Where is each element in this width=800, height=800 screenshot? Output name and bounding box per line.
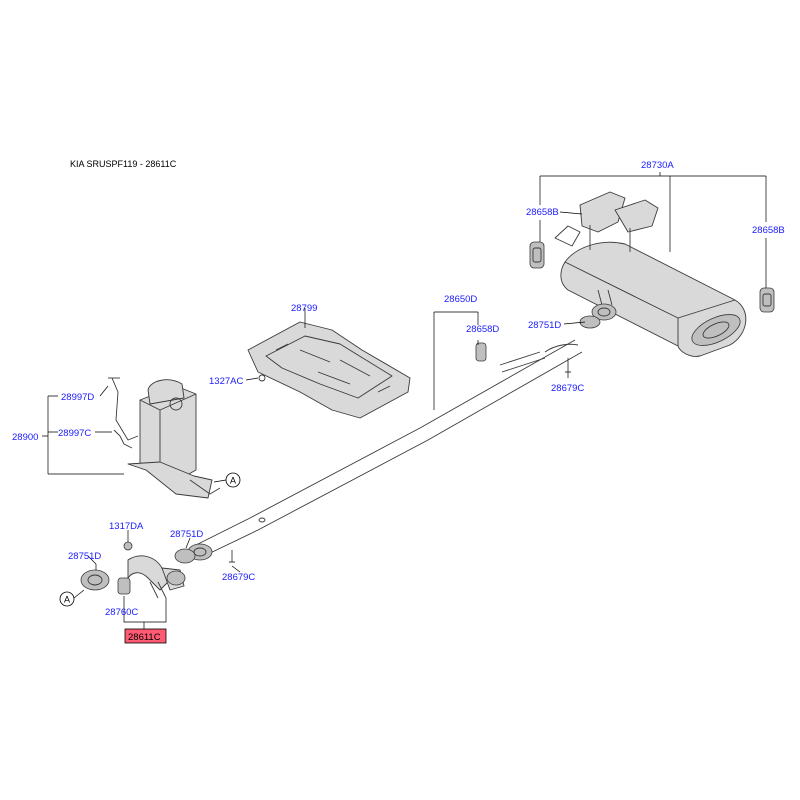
rear-gasket (579, 315, 601, 329)
rubber-hanger-left (529, 241, 545, 269)
svg-text:A: A (64, 595, 70, 605)
part-label-28650D[interactable]: 28650D (444, 294, 477, 305)
part-label-28900[interactable]: 28900 (12, 432, 38, 443)
part-label-28997D[interactable]: 28997D (61, 392, 94, 403)
part-label-28997C[interactable]: 28997C (58, 428, 91, 439)
part-label-28751D-mid[interactable]: 28751D (170, 529, 203, 540)
clamp-28760C (117, 577, 131, 595)
highlighted-part-number: 28611C (128, 632, 161, 643)
part-label-28799[interactable]: 28799 (291, 303, 317, 314)
part-label-28658D[interactable]: 28658D (466, 324, 499, 335)
part-label-28658B-left[interactable]: 28658B (526, 207, 559, 218)
part-label-28751D-rear[interactable]: 28751D (528, 320, 561, 331)
part-label-28611C-highlighted[interactable]: 28611C (124, 628, 167, 644)
reference-marker-a-upper[interactable]: A (225, 472, 241, 488)
part-label-28658B-right[interactable]: 28658B (752, 225, 785, 236)
part-label-28730A[interactable]: 28730A (641, 160, 674, 171)
part-label-28679C-front[interactable]: 28679C (222, 572, 255, 583)
highlight-box (124, 628, 167, 644)
svg-text:A: A (230, 476, 236, 486)
front-bolt (229, 550, 235, 563)
mid-gasket (174, 548, 196, 564)
front-gasket (80, 569, 110, 591)
front-pipe-28611C (127, 555, 186, 599)
heat-shield-28799 (247, 321, 411, 419)
reference-marker-a-lower[interactable]: A (59, 591, 75, 607)
part-label-28760C[interactable]: 28760C (105, 607, 138, 618)
part-label-1327AC[interactable]: 1327AC (209, 376, 243, 387)
rubber-hanger-right (759, 287, 775, 313)
nut-1317DA (123, 541, 133, 551)
catalytic-converter-28900 (108, 377, 221, 499)
part-label-28679C-rear[interactable]: 28679C (551, 383, 584, 394)
part-label-28751D-front[interactable]: 28751D (68, 551, 101, 562)
leader-lines (42, 172, 767, 632)
diagram-title: KIA SRUSPF119 - 28611C (70, 159, 177, 169)
part-label-1317DA[interactable]: 1317DA (109, 521, 144, 532)
rear-muffler-28730A (554, 191, 747, 357)
